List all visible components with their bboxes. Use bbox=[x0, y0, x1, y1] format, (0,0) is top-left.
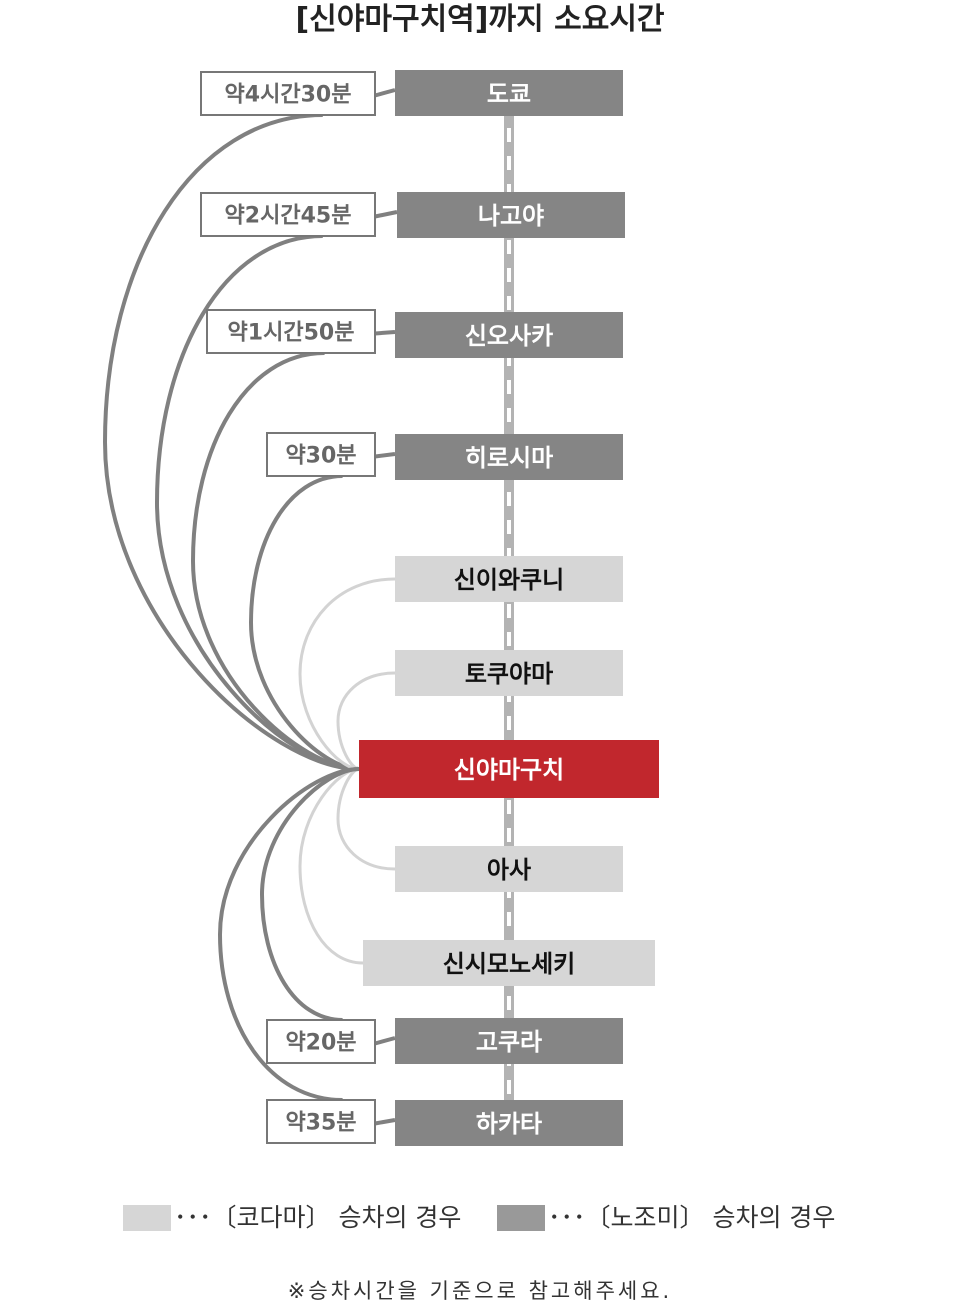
station-label-0: 도쿄 bbox=[487, 80, 531, 108]
legend-kodama-label: ･･･〔코다마〕 승차의 경우 bbox=[174, 1203, 462, 1232]
time-connector-3 bbox=[374, 452, 396, 459]
time-label-0: 약4시간30분 bbox=[225, 83, 352, 108]
station-box-6 bbox=[359, 740, 659, 798]
page-title: [신야마구치역]까지 소요시간 bbox=[295, 2, 665, 37]
connection-arcs bbox=[102, 88, 398, 1126]
station-label-4: 신이와쿠니 bbox=[454, 566, 564, 594]
station-box-4 bbox=[395, 556, 623, 602]
time-connector-2 bbox=[374, 330, 396, 336]
arc-0 bbox=[102, 113, 360, 771]
station-label-9: 고쿠라 bbox=[476, 1028, 542, 1056]
footnote: ※승차시간을 기준으로 참고해주세요. bbox=[287, 1279, 673, 1303]
time-connector-0 bbox=[374, 88, 396, 98]
time-box-10 bbox=[266, 1099, 376, 1144]
time-label-2: 약1시간50분 bbox=[228, 321, 355, 346]
arc-5 bbox=[336, 671, 396, 771]
station-label-6: 신야마구치 bbox=[454, 756, 564, 784]
station-box-5 bbox=[395, 650, 623, 696]
time-connector-1 bbox=[374, 210, 398, 219]
arc-3 bbox=[248, 474, 360, 771]
station-label-5: 토쿠야마 bbox=[465, 660, 553, 688]
time-box-0 bbox=[200, 71, 376, 116]
station-label-8: 신시모노세키 bbox=[443, 950, 575, 978]
station-label-10: 하카타 bbox=[476, 1110, 542, 1138]
station-box-8 bbox=[363, 940, 655, 986]
legend: ･･･〔코다마〕 승차의 경우 ･･･〔노조미〕 승차의 경우 bbox=[0, 1203, 960, 1235]
time-connector-10 bbox=[374, 1118, 396, 1126]
time-label-10: 약35분 bbox=[285, 1111, 356, 1136]
time-label-9: 약20분 bbox=[285, 1031, 356, 1056]
arc-7 bbox=[336, 767, 396, 871]
station-box-1 bbox=[397, 192, 625, 238]
station-label-3: 히로시마 bbox=[465, 444, 553, 472]
time-label-3: 약30분 bbox=[285, 444, 356, 469]
station-box-10 bbox=[395, 1100, 623, 1146]
station-label-2: 신오사카 bbox=[465, 322, 553, 350]
time-label-1: 약2시간45분 bbox=[225, 204, 352, 229]
station-box-0 bbox=[395, 70, 623, 116]
station-box-2 bbox=[395, 312, 623, 358]
time-connector-9 bbox=[374, 1036, 396, 1046]
time-box-2 bbox=[206, 309, 376, 354]
time-box-9 bbox=[266, 1019, 376, 1064]
station-label-7: 아사 bbox=[487, 856, 531, 884]
arc-1 bbox=[154, 234, 360, 771]
station-box-3 bbox=[395, 434, 623, 480]
station-label-1: 나고야 bbox=[478, 202, 544, 230]
arc-8 bbox=[298, 767, 364, 965]
legend-nozomi-label: ･･･〔노조미〕 승차의 경우 bbox=[548, 1203, 836, 1232]
time-box-3 bbox=[266, 432, 376, 477]
station-box-9 bbox=[395, 1018, 623, 1064]
arc-4 bbox=[298, 577, 396, 771]
arc-2 bbox=[190, 351, 360, 771]
legend-kodama-swatch bbox=[123, 1205, 171, 1231]
arc-9 bbox=[259, 767, 360, 1022]
legend-nozomi-swatch bbox=[497, 1205, 545, 1231]
time-box-1 bbox=[200, 192, 376, 237]
station-box-7 bbox=[395, 846, 623, 892]
arc-10 bbox=[217, 767, 360, 1102]
